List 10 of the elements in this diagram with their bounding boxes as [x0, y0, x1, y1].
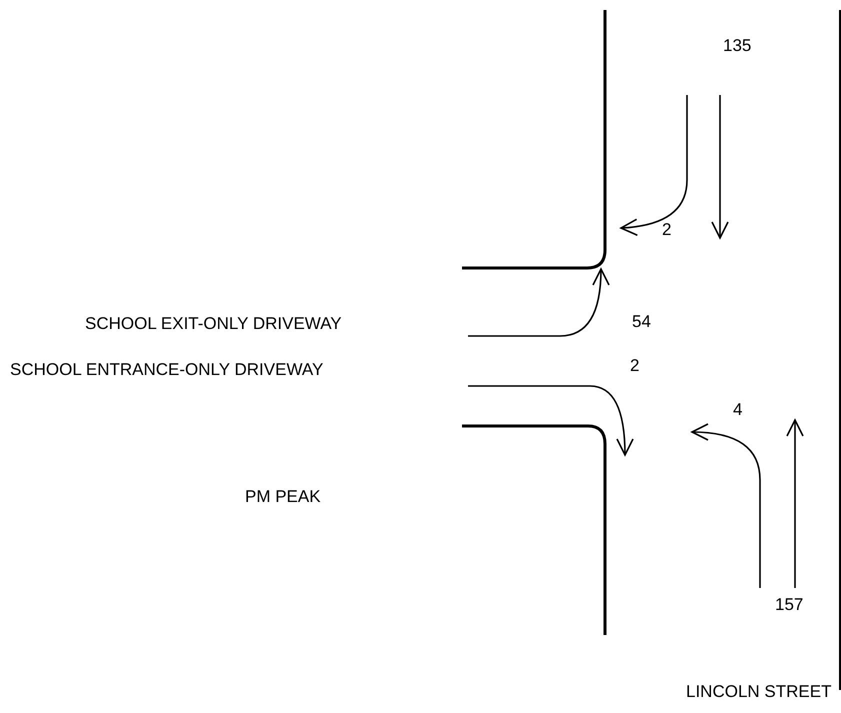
volume-label: 135	[723, 36, 752, 56]
volume-label: 4	[733, 400, 742, 420]
street-label: LINCOLN STREET	[686, 682, 832, 702]
driveway-label: SCHOOL ENTRANCE-ONLY DRIVEWAY	[10, 360, 324, 380]
driveway-label: SCHOOL EXIT-ONLY DRIVEWAY	[85, 314, 342, 334]
volume-label: 2	[630, 356, 640, 376]
volume-label: 157	[775, 595, 804, 615]
time-period-label: PM PEAK	[245, 487, 321, 507]
volume-label: 2	[662, 220, 672, 240]
volume-label: 54	[632, 312, 651, 332]
